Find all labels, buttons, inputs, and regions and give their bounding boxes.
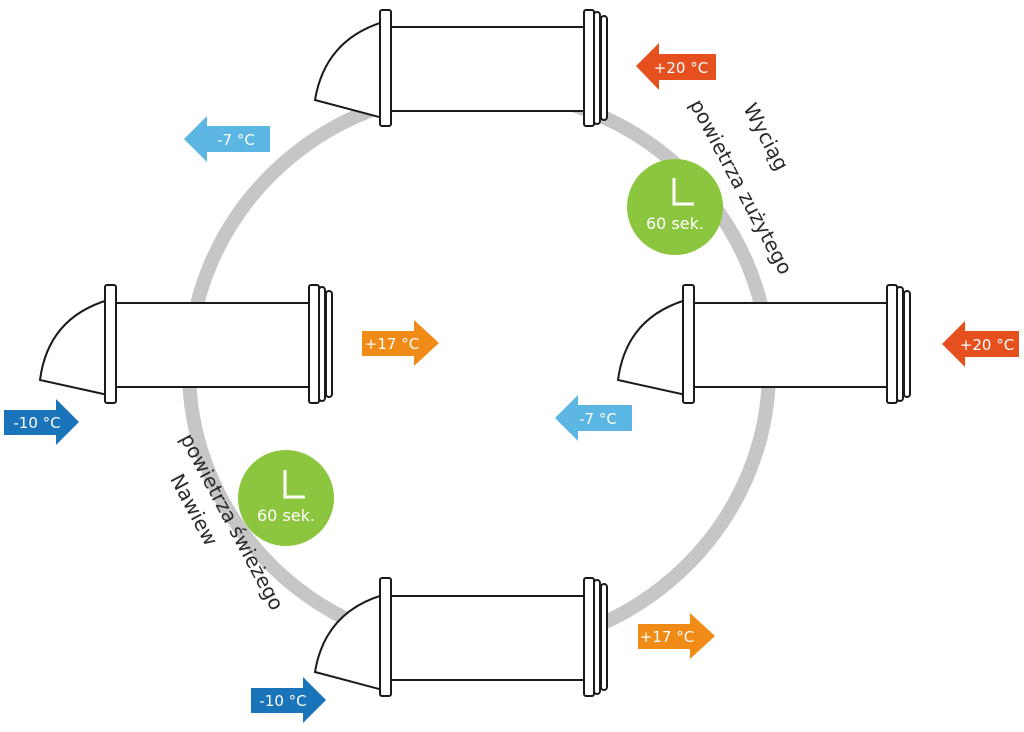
svg-text:+17 °C: +17 °C <box>640 628 694 646</box>
vent-unit-icon <box>38 284 333 404</box>
timer-icon <box>283 470 305 499</box>
temp-arrow-far-right: +20 °C <box>942 321 1019 367</box>
svg-text:-7 °C: -7 °C <box>217 131 255 149</box>
timer-badge-top: 60 sek. <box>627 159 723 255</box>
svg-text:+20 °C: +20 °C <box>654 59 708 77</box>
svg-text:+20 °C: +20 °C <box>960 336 1014 354</box>
svg-text:-10 °C: -10 °C <box>259 692 306 710</box>
svg-text:-7 °C: -7 °C <box>579 410 617 428</box>
exhaust-caption-line1: Wyciąg <box>739 99 794 175</box>
vent-unit-icon <box>313 9 608 127</box>
vent-unit-icon <box>616 284 911 404</box>
timer-label: 60 sek. <box>257 506 315 525</box>
timer-icon <box>672 178 694 206</box>
temp-arrow-top-left: -7 °C <box>184 116 270 162</box>
svg-text:+17 °C: +17 °C <box>365 335 419 353</box>
temp-arrow-top-right: +20 °C <box>636 43 716 90</box>
timer-badge-bottom: 60 sek. <box>238 450 334 546</box>
temp-arrow-far-left: -10 °C <box>4 399 79 445</box>
vent-unit-icon <box>313 577 608 697</box>
svg-text:-10 °C: -10 °C <box>13 414 60 432</box>
temp-arrow-bottom-right: +17 °C <box>638 613 715 659</box>
temp-arrow-mid-center: +17 °C <box>362 320 439 366</box>
temp-arrow-mid-right: -7 °C <box>555 395 632 441</box>
timer-label: 60 sek. <box>646 214 704 233</box>
temp-arrow-bottom-left: -10 °C <box>251 677 326 723</box>
